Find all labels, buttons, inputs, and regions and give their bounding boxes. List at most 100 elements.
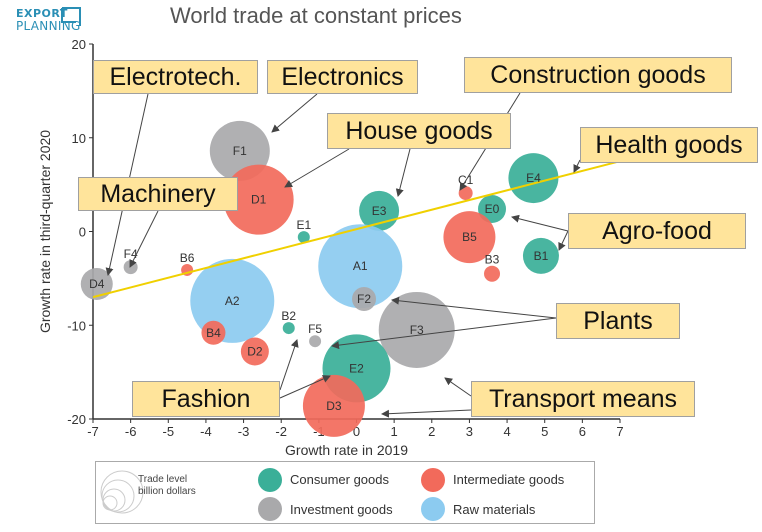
bubble-f3 [378, 291, 455, 368]
bubble-label-b1: B1 [534, 249, 549, 263]
bubble-label-f1: F1 [233, 144, 247, 158]
size-legend-icon [100, 470, 144, 514]
bubble-label-d2: D2 [247, 345, 263, 359]
callout-house-goods: House goods [327, 113, 511, 149]
x-tick-label: -5 [163, 424, 175, 439]
y-tick-label: 20 [72, 37, 86, 52]
x-tick-label: 0 [353, 424, 360, 439]
legend-consumer-swatch [258, 468, 282, 492]
legend-intermediate-swatch [421, 468, 445, 492]
y-tick-label: 0 [79, 225, 86, 240]
size-legend-line-2: billion dollars [138, 486, 196, 497]
bubble-d1 [223, 164, 294, 235]
bubble-label-b2: B2 [281, 309, 296, 323]
callout-arrow [444, 377, 472, 397]
callout-arrow [391, 296, 557, 319]
y-tick-label: -20 [67, 412, 86, 427]
callout-construction-goods: Construction goods [464, 57, 732, 93]
bubble-label-d4: D4 [89, 277, 105, 291]
bubble-d3 [302, 374, 365, 437]
bubble-b4 [201, 320, 226, 345]
bubble-b2 [282, 322, 295, 335]
bubble-e1 [297, 231, 310, 244]
bubble-label-f3: F3 [410, 323, 424, 337]
x-tick-label: -4 [200, 424, 212, 439]
legend-raw-swatch [421, 497, 445, 521]
bubble-label-e0: E0 [485, 202, 500, 216]
x-tick-label: 7 [616, 424, 623, 439]
bubble-label-f5: F5 [308, 322, 322, 336]
bubble-b3 [484, 265, 501, 282]
bubble-f5 [309, 335, 322, 348]
legend-investment-label: Investment goods [290, 502, 393, 517]
logo-line-1: EXPORT [16, 7, 68, 20]
callout-arrow [573, 159, 581, 173]
callout-arrow [331, 317, 557, 350]
callout-transport-means: Transport means [471, 381, 695, 417]
legend: Trade level billion dollars Consumer goo… [95, 461, 595, 524]
bubble-label-b3: B3 [485, 253, 500, 267]
callout-arrow [279, 339, 299, 391]
callout-health-goods: Health goods [580, 127, 758, 163]
x-tick-label: 1 [391, 424, 398, 439]
legend-raw-label: Raw materials [453, 502, 536, 517]
callout-arrow [381, 409, 472, 418]
callout-arrow [284, 148, 350, 188]
callout-electronics: Electronics [267, 60, 418, 94]
size-legend-label: Trade level billion dollars [138, 474, 196, 498]
x-tick-label: 4 [503, 424, 510, 439]
bubble-label-e4: E4 [526, 171, 541, 185]
bubble-d2 [240, 337, 269, 366]
y-tick-label: 10 [72, 131, 86, 146]
bubble-label-d3: D3 [326, 399, 342, 413]
callout-arrow [279, 375, 331, 399]
legend-consumer-label: Consumer goods [290, 472, 389, 487]
x-tick-label: -6 [125, 424, 137, 439]
bubble-label-e1: E1 [296, 218, 311, 232]
bubble-label-f2: F2 [357, 292, 371, 306]
x-tick-label: 3 [466, 424, 473, 439]
legend-investment-swatch [258, 497, 282, 521]
export-planning-logo: EXPORT PLANNING [16, 7, 81, 33]
callout-electrotech: Electrotech. [93, 60, 258, 94]
bubble-e4 [508, 153, 559, 204]
callout-arrow [558, 230, 569, 251]
bubble-b1 [522, 237, 559, 274]
callout-arrow [395, 148, 411, 197]
callout-fashion: Fashion [132, 381, 280, 417]
callout-arrow [511, 214, 569, 232]
bubble-label-a1: A1 [353, 259, 368, 273]
bubble-b5 [443, 211, 496, 264]
callout-agro-food: Agro-food [568, 213, 746, 249]
bubble-label-e2: E2 [349, 361, 364, 375]
y-tick-label: -10 [67, 318, 86, 333]
size-legend-line-1: Trade level [138, 474, 188, 485]
bubble-label-b5: B5 [462, 230, 477, 244]
x-tick-label: -3 [238, 424, 250, 439]
bubble-label-f4: F4 [124, 247, 138, 261]
x-axis-label: Growth rate in 2019 [285, 442, 408, 458]
bubble-label-a2: A2 [225, 294, 240, 308]
y-axis-label: Growth rate in third-quarter 2020 [37, 130, 53, 333]
bubble-label-d1: D1 [251, 193, 267, 207]
bubble-a1 [318, 224, 403, 309]
trend-line [92, 160, 621, 299]
logo-line-2: PLANNING [16, 19, 81, 33]
x-tick-label: 6 [579, 424, 586, 439]
legend-intermediate-label: Intermediate goods [453, 472, 565, 487]
bubble-e0 [478, 195, 507, 223]
bubble-d4 [80, 268, 113, 300]
logo-mark-icon [61, 7, 81, 26]
callout-machinery: Machinery [78, 177, 238, 211]
bubble-f2 [352, 287, 377, 311]
x-tick-label: -2 [275, 424, 287, 439]
bubble-f4 [123, 260, 138, 275]
bubble-label-b4: B4 [206, 326, 221, 340]
x-tick-label: 5 [541, 424, 548, 439]
callout-plants: Plants [556, 303, 680, 339]
x-tick-label: -7 [87, 424, 99, 439]
callout-arrow [129, 210, 159, 268]
callout-arrow [271, 93, 318, 133]
